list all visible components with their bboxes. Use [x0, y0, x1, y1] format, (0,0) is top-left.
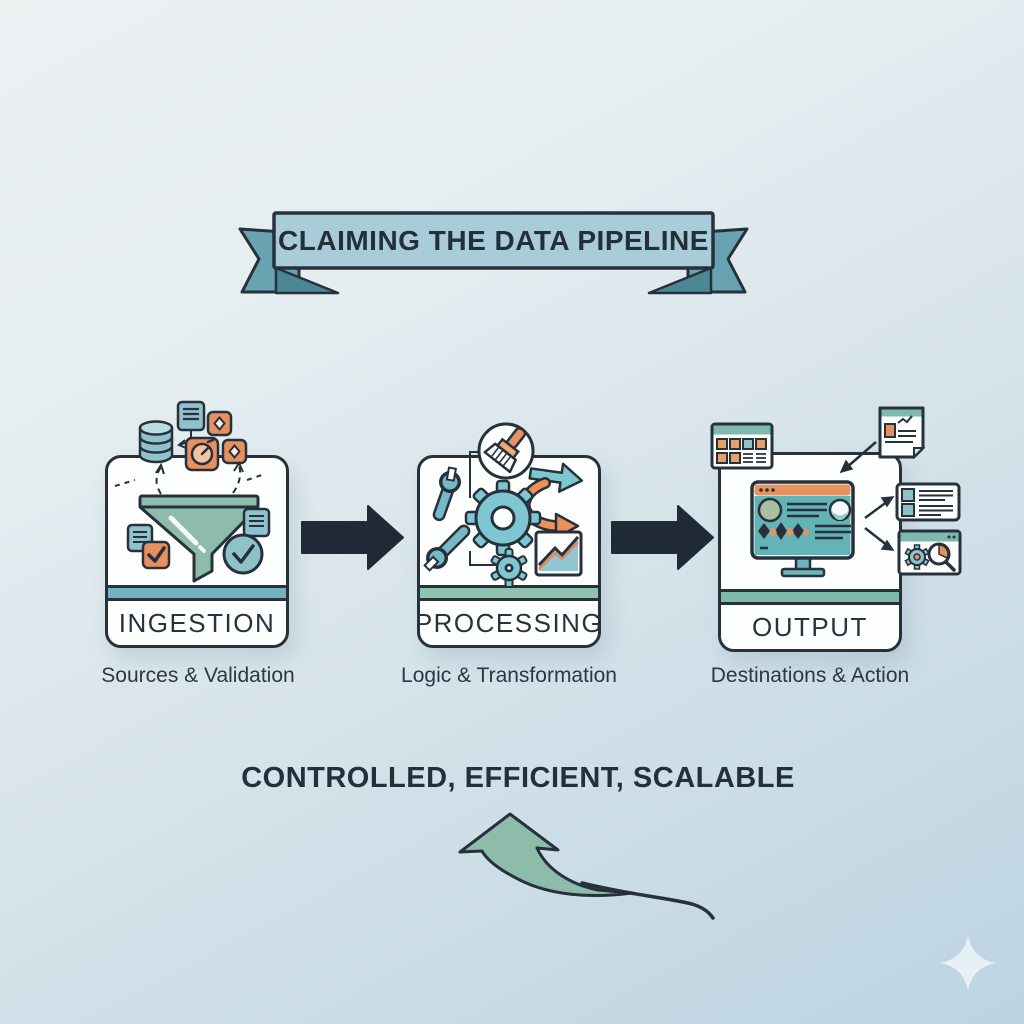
- ribbon-banner-shape: [238, 211, 749, 295]
- mini-gear-icon: [904, 544, 930, 570]
- banner-title: CLAIMING THE DATA PIPELINE: [278, 224, 709, 256]
- stage-box-output: OUTPUT: [718, 452, 902, 652]
- output-label: OUTPUT: [752, 611, 868, 642]
- output-icon-area: [721, 455, 899, 589]
- title-banner: CLAIMING THE DATA PIPELINE: [225, 205, 770, 305]
- stage-box-ingestion: INGESTION: [105, 455, 289, 648]
- flow-arrow-right-2: [611, 505, 714, 570]
- growth-swoosh-arrow: [458, 812, 715, 920]
- flow-arrow-right-1: [301, 505, 404, 570]
- processing-stripe: [420, 585, 598, 601]
- ingestion-icon-area: [108, 458, 286, 585]
- processing-subtitle: Logic & Transformation: [401, 664, 617, 687]
- output-subtitle: Destinations & Action: [710, 664, 910, 687]
- browser-insights-icon: [897, 529, 962, 576]
- ribbon-fold-left: [274, 266, 340, 295]
- processing-icon-area: [420, 458, 598, 585]
- magnifier-pie-icon: [927, 542, 956, 572]
- processing-label: PROCESSING: [414, 607, 604, 638]
- list-cards-icon: [895, 482, 961, 522]
- report-document-icon: [878, 406, 926, 460]
- ingestion-stripe: [108, 585, 286, 601]
- sparkle-icon: [940, 935, 996, 991]
- tagline-headline: CONTROLLED, EFFICIENT, SCALABLE: [241, 762, 795, 794]
- output-stripe: [721, 589, 899, 605]
- note-card-icon: [176, 400, 206, 449]
- stage-box-processing: PROCESSING: [414, 455, 604, 648]
- ribbon-fold-right: [647, 266, 713, 295]
- ribbon-body: [272, 211, 715, 270]
- ingestion-subtitle: Sources & Validation: [101, 664, 295, 687]
- ingestion-label: INGESTION: [118, 607, 276, 638]
